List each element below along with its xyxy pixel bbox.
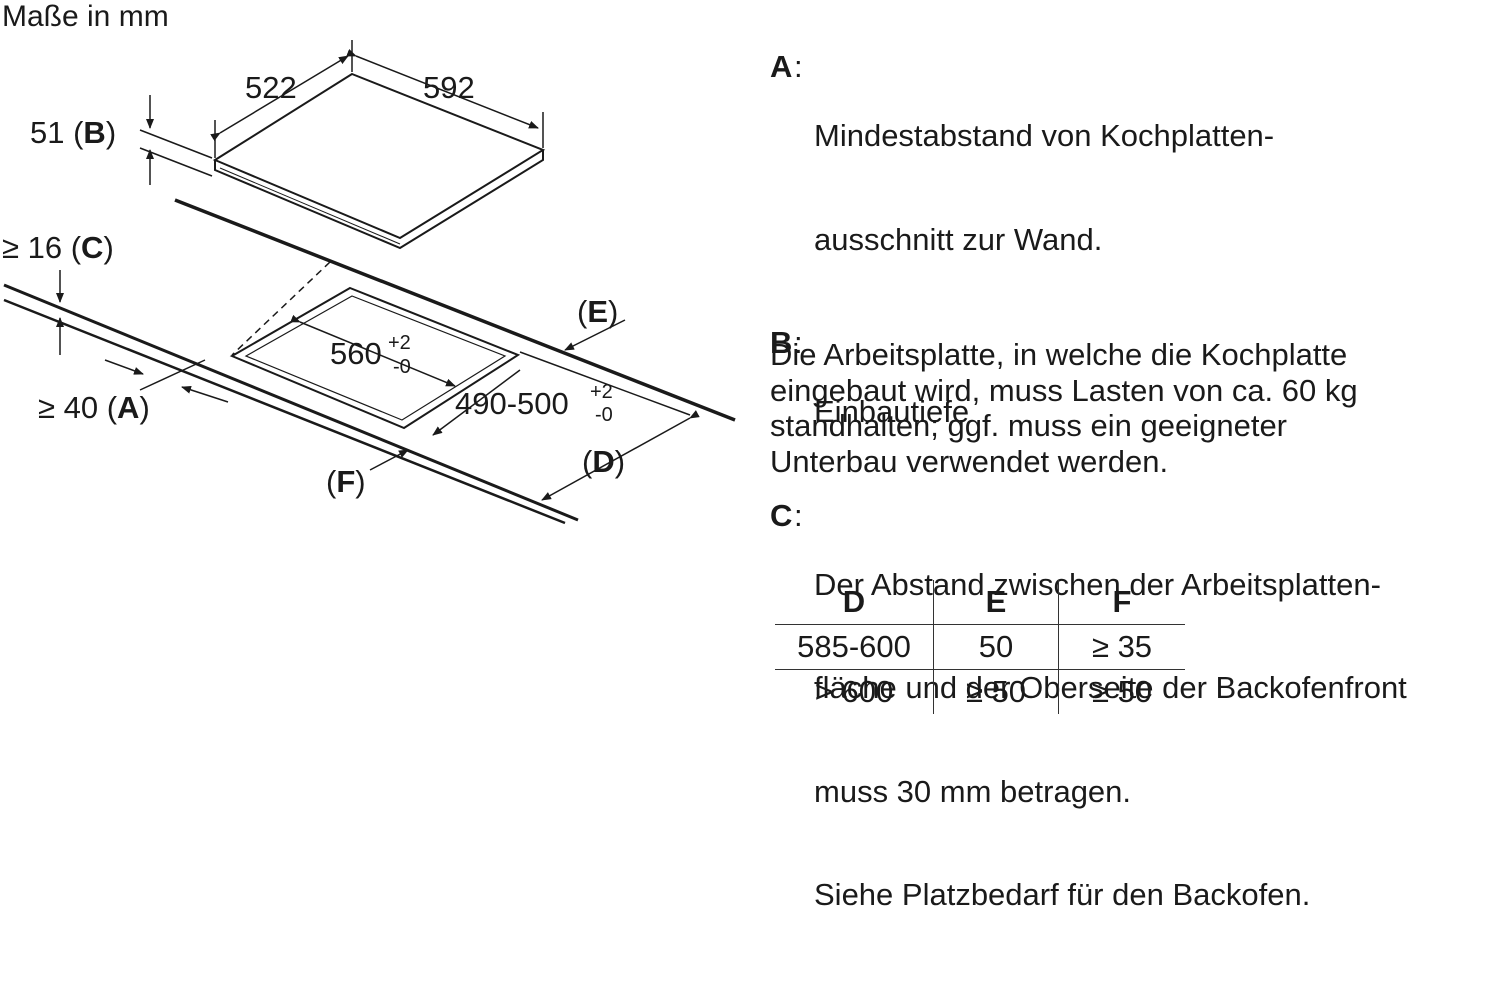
dim-depth-label: 522: [245, 70, 297, 105]
legend-key: A: [770, 49, 793, 84]
legend-item-b: B: Einbautiefe: [770, 325, 1407, 499]
table-row: 585-600 50 ≥ 35: [775, 624, 1185, 670]
note-line: Die Arbeitsplatte, in welche die Kochpla…: [770, 337, 1348, 372]
svg-text:(E): (E): [577, 294, 618, 329]
column-header-f: F: [1112, 584, 1132, 619]
dim-c-label: ≥ 16: [2, 230, 62, 265]
cutout-depth-tol-minus: -0: [595, 404, 613, 426]
table-cell: ≥ 50: [1091, 674, 1153, 709]
cutout-depth-tol-plus: +2: [590, 381, 613, 403]
legend-item-a: A: Mindestabstand von Kochplatten- aussc…: [770, 49, 1407, 326]
table-cell: ≥ 50: [933, 669, 1059, 714]
column-header-e: E: [933, 580, 1059, 625]
load-note: Die Arbeitsplatte, in welche die Kochpla…: [770, 337, 1490, 479]
worktop-drawing: [3, 198, 736, 525]
clearance-table-wrapper: D E F 585-600 50 ≥ 35 > 600 ≥ 50 ≥ 50: [775, 580, 1185, 714]
note-line: Unterbau verwendet werden.: [770, 443, 1169, 479]
note-line: standhalten; ggf. muss ein geeigneter: [770, 408, 1288, 443]
svg-text:≥ 16 (C): ≥ 16 (C): [2, 230, 114, 265]
legend-item-c: C: Der Abstand zwischen der Arbeitsplatt…: [770, 497, 1407, 982]
note-line: eingebaut wird, muss Lasten von ca. 60 k…: [770, 372, 1358, 408]
cutout-width-label: 560: [330, 336, 382, 371]
table-row: > 600 ≥ 50 ≥ 50: [775, 669, 1185, 714]
table-cell: ≥ 35: [1058, 624, 1185, 670]
legend-line: Siehe Platzbedarf für den Backofen.: [814, 877, 1311, 912]
column-header-d: D: [775, 580, 934, 625]
legend-description: Einbautiefe: [814, 326, 969, 499]
hob-dimensions: [139, 40, 544, 185]
cutout-depth-group: 490-500 +2 -0: [455, 381, 613, 426]
legend-line: ausschnitt zur Wand.: [814, 221, 1103, 257]
dim-height-label: 51: [30, 115, 64, 150]
installation-diagram: 522 592 51 (B) ≥ 16 (C) ≥ 40 (A) 560 +2 …: [2, 40, 736, 525]
legend-description: Der Abstand zwischen der Arbeitsplatten-…: [814, 499, 1407, 982]
label-f-group: (F): [326, 464, 366, 499]
units-label: Maße in mm: [2, 0, 169, 33]
dim-height-group: 51 (B): [30, 115, 116, 150]
table-cell: 50: [933, 624, 1059, 670]
label-c: C: [81, 230, 103, 265]
label-f: F: [336, 464, 355, 499]
dim-a-group: ≥ 40 (A): [38, 390, 150, 425]
legend-line: Mindestabstand von Kochplatten-: [814, 118, 1275, 153]
dim-a-label: ≥ 40: [38, 390, 98, 425]
svg-text:(F): (F): [326, 464, 366, 499]
label-e-group: (E): [577, 294, 618, 329]
legend-key: C: [770, 497, 793, 533]
svg-text:≥ 40 (A): ≥ 40 (A): [38, 390, 150, 425]
legend-key: B: [770, 325, 793, 360]
table-header-row: D E F: [775, 580, 1185, 625]
clearance-table: D E F 585-600 50 ≥ 35 > 600 ≥ 50 ≥ 50: [775, 580, 1185, 714]
svg-text:51 (B): 51 (B): [30, 115, 116, 150]
dim-c-group: ≥ 16 (C): [2, 230, 114, 265]
legend-line: muss 30 mm betragen.: [814, 773, 1132, 809]
worktop-dimensions: [56, 270, 700, 501]
svg-text:(D): (D): [582, 444, 625, 479]
label-e: E: [587, 294, 608, 329]
dim-width-label: 592: [423, 70, 475, 105]
legend: A: Mindestabstand von Kochplatten- aussc…: [770, 49, 1407, 982]
table-cell: 585-600: [775, 624, 934, 670]
table-cell: > 600: [775, 669, 934, 714]
legend-description: Mindestabstand von Kochplatten- ausschni…: [814, 50, 1274, 326]
legend-line: Einbautiefe: [814, 394, 970, 429]
cutout-width-tol-minus: -0: [393, 356, 411, 378]
cutout-width-tol-plus: +2: [388, 332, 411, 354]
label-b: B: [83, 115, 105, 150]
cutout-depth-label: 490-500: [455, 386, 569, 421]
label-a: A: [117, 390, 139, 425]
label-d-group: (D): [582, 444, 625, 479]
cutout-width-group: 560 +2 -0: [330, 332, 411, 378]
label-d: D: [592, 444, 614, 479]
